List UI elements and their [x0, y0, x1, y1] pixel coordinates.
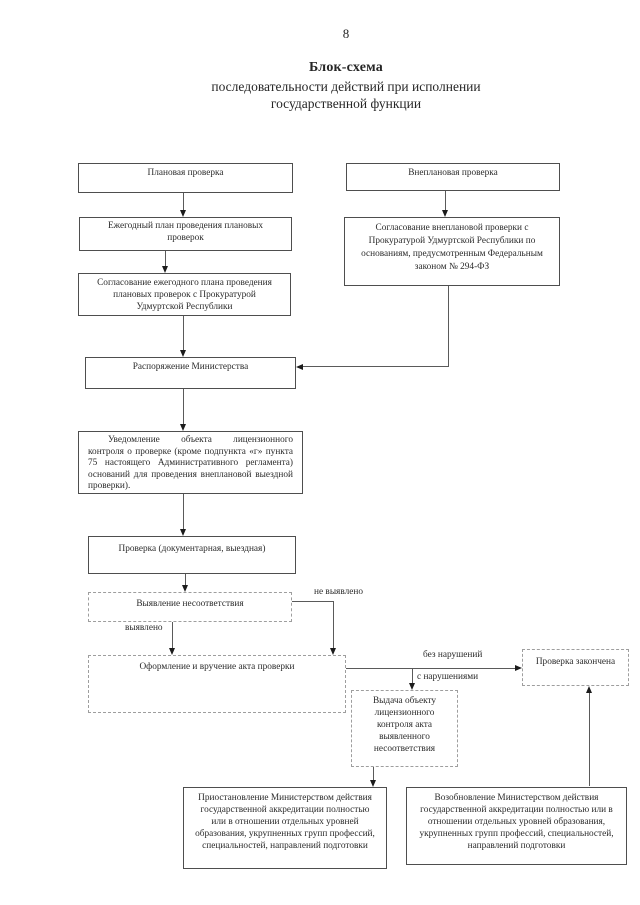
- flow-box-annual-plan-approval: Согласование ежегодного плана проведения…: [78, 273, 291, 316]
- arrow-inspection-to-detection: [185, 574, 187, 586]
- arrow-with-violations-to-issuance: [412, 668, 414, 684]
- flow-box-unplanned-approval: Согласование внеплановой проверки с Прок…: [344, 217, 560, 286]
- arrowhead-up-icon: [585, 686, 592, 693]
- flow-box-notification: Уведомление объекта лицензионного контро…: [78, 431, 303, 494]
- page-subtitle-line2: государственной функции: [270, 96, 422, 111]
- arrowhead-down-icon: [181, 585, 188, 592]
- flow-box-nonconformity-detection: Выявление несоответствия: [88, 592, 292, 622]
- arrow-resumption-to-finished: [589, 693, 591, 786]
- arrow-unplanned-approval-to-order-horizontal: [298, 366, 449, 368]
- edge-label-without-violations: без нарушений: [423, 650, 483, 660]
- page-subtitle-line1: последовательности действий при исполнен…: [211, 79, 481, 94]
- arrowhead-down-icon: [179, 529, 186, 536]
- arrowhead-down-icon: [329, 648, 336, 655]
- page-number: 8: [342, 26, 350, 41]
- page-title: Блок-схема: [309, 60, 383, 75]
- flow-box-planned-inspection: Плановая проверка: [78, 163, 293, 193]
- flow-box-act-preparation: Оформление и вручение акта проверки: [88, 655, 346, 713]
- arrowhead-down-icon: [369, 780, 376, 787]
- flow-box-inspection-finished: Проверка закончена: [522, 649, 629, 686]
- arrowhead-down-icon: [179, 424, 186, 431]
- arrowhead-down-icon: [161, 266, 168, 273]
- arrow-planned-to-annual-plan: [183, 193, 185, 210]
- edge-label-not-detected: не выявлено: [314, 587, 363, 597]
- flow-box-ministry-order: Распоряжение Министерства: [85, 357, 296, 389]
- flow-box-annual-plan: Ежегодный план проведения плановых прове…: [79, 217, 292, 251]
- arrow-unplanned-approval-to-order-vertical: [448, 286, 450, 367]
- arrowhead-down-icon: [408, 683, 415, 690]
- arrow-order-to-notification: [183, 389, 185, 425]
- flow-box-resumption: Возобновление Министерством действия гос…: [406, 787, 627, 865]
- arrowhead-down-icon: [179, 210, 186, 217]
- arrow-annual-plan-to-approval: [165, 251, 167, 267]
- arrowhead-down-icon: [441, 210, 448, 217]
- arrowhead-down-icon: [179, 350, 186, 357]
- flow-box-inspection: Проверка (документарная, выездная): [88, 536, 296, 574]
- arrow-issuance-to-suspension: [373, 767, 375, 781]
- arrowhead-right-icon: [515, 664, 522, 671]
- arrow-not-detected-vertical: [333, 601, 335, 649]
- flow-box-act-issuance: Выдача объекту лицензионного контроля ак…: [351, 690, 458, 767]
- flow-box-suspension: Приостановление Министерством действия г…: [183, 787, 387, 869]
- arrow-notification-to-inspection: [183, 494, 185, 530]
- arrow-act-to-finished: [346, 668, 516, 670]
- arrow-not-detected-horizontal: [292, 601, 334, 603]
- arrowhead-left-icon: [296, 363, 303, 370]
- flow-box-unplanned-inspection: Внеплановая проверка: [346, 163, 560, 191]
- edge-label-detected: выявлено: [125, 623, 163, 633]
- arrow-unplanned-to-approval: [445, 191, 447, 210]
- arrow-approval-to-order: [183, 316, 185, 351]
- arrowhead-down-icon: [168, 648, 175, 655]
- arrow-detected-to-act: [172, 622, 174, 649]
- edge-label-with-violations: с нарушениями: [417, 672, 479, 682]
